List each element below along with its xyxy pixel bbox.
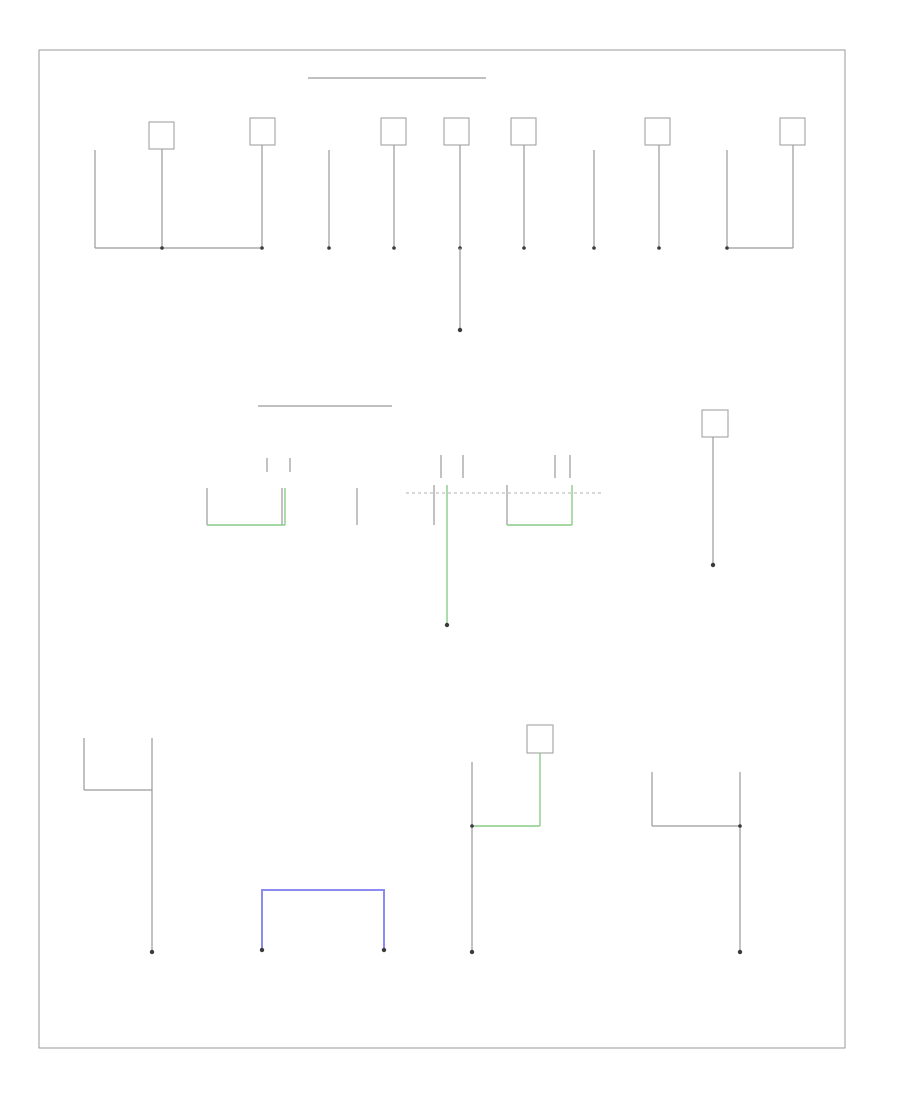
top-component-box — [148, 121, 175, 150]
junction-dot — [725, 246, 729, 250]
blue-ground-loop — [261, 889, 385, 950]
junction-dot — [260, 246, 264, 250]
top-component-box — [779, 117, 806, 146]
ground-point-top — [457, 327, 463, 333]
junction-dot — [522, 246, 526, 250]
bottom-component-box — [526, 724, 554, 754]
top-component-box — [443, 117, 470, 146]
junction-dot — [738, 824, 742, 828]
top-component-box — [249, 117, 276, 146]
bottom-ground-section — [83, 724, 743, 955]
top-ground-section — [94, 77, 806, 333]
junction-dot — [592, 246, 596, 250]
junction-dot — [392, 246, 396, 250]
side-component-box — [701, 409, 729, 438]
ground-point-side — [710, 562, 716, 568]
ground-point-bottom-right — [737, 949, 743, 955]
ground-point-middle — [444, 622, 450, 628]
middle-ground-section — [206, 405, 729, 628]
junction-dot — [657, 246, 661, 250]
ground-point-bottom-left — [149, 949, 155, 955]
diagram-border — [38, 49, 846, 1049]
ground-point-blue-left — [259, 947, 265, 953]
ground-point-blue-right — [381, 947, 387, 953]
ground-point-bottom-middle — [469, 949, 475, 955]
top-component-box — [380, 117, 407, 146]
junction-dot — [470, 824, 474, 828]
top-component-box — [510, 117, 537, 146]
junction-dot — [327, 246, 331, 250]
top-component-box — [644, 117, 671, 146]
junction-dot — [160, 246, 164, 250]
